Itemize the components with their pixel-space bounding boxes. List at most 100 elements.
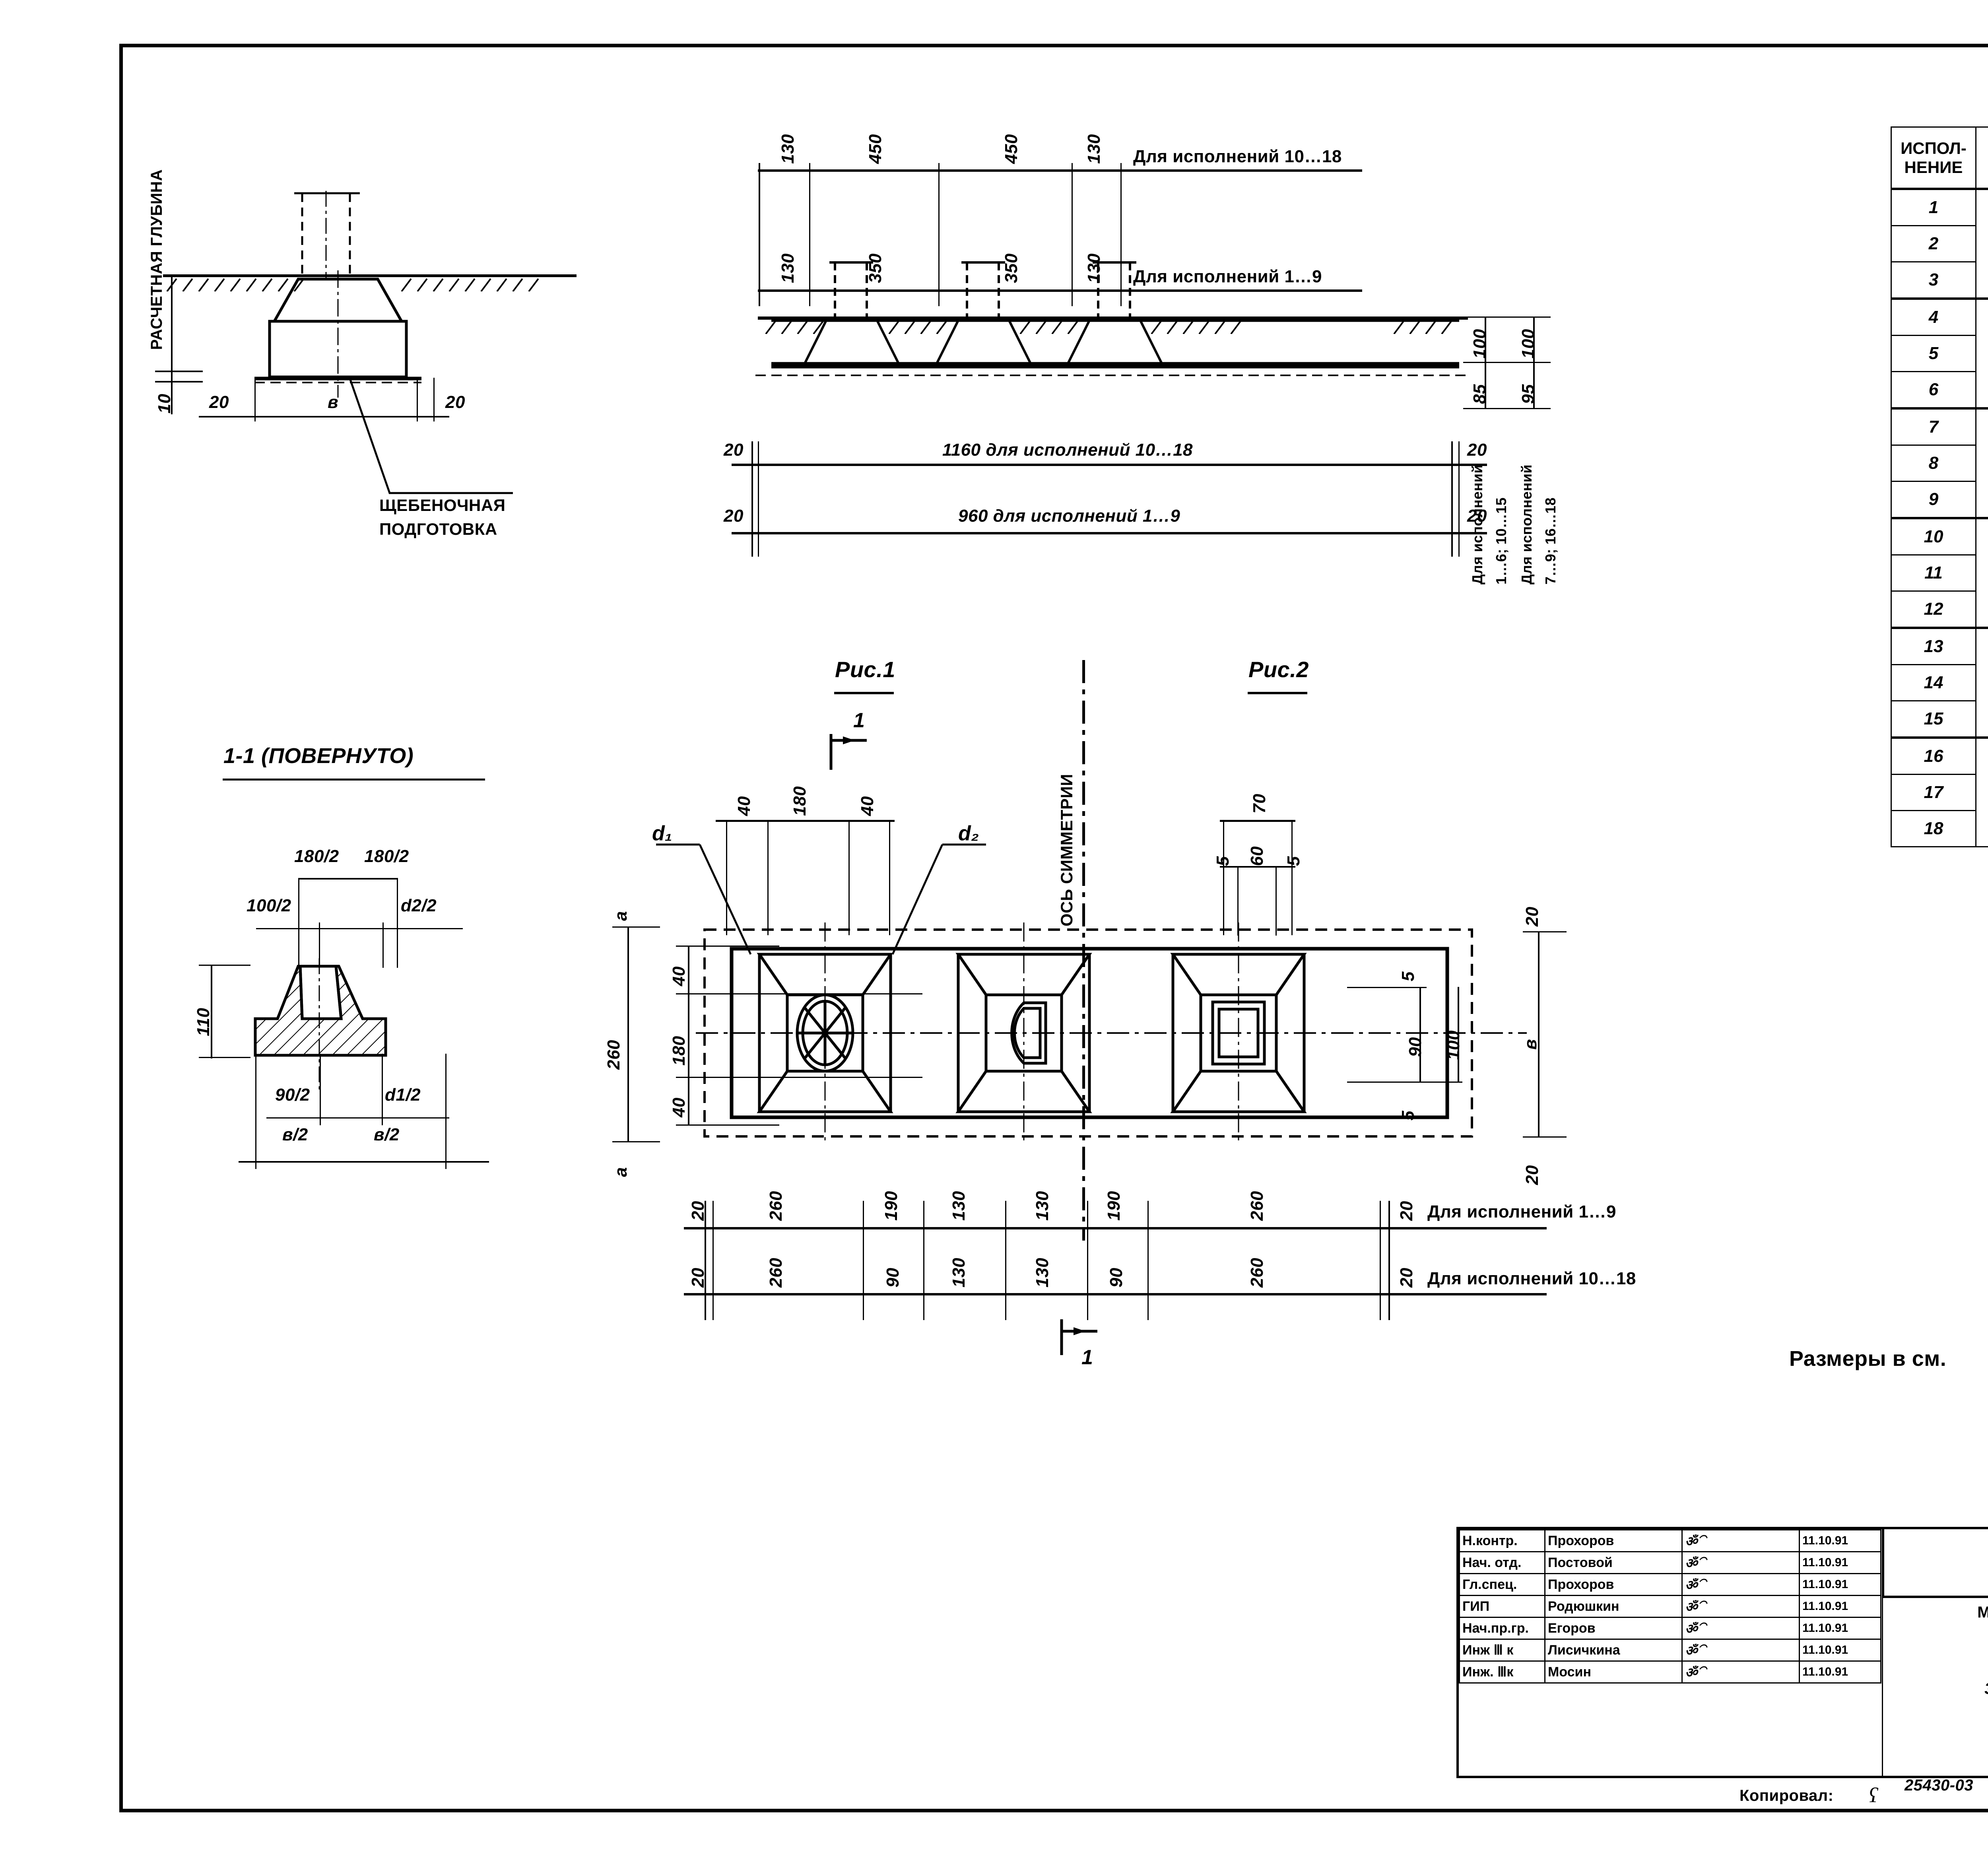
pb-e2 [863, 1201, 864, 1320]
plan-right-20-bottom: 20 [1522, 1165, 1542, 1185]
pr-90-t2 [1347, 1082, 1462, 1083]
cell-ispolnenie: 3 [1891, 261, 1976, 299]
sec-dim-d1-2: d1/2 [385, 1085, 421, 1105]
approval-role: Нач. отд. [1459, 1551, 1545, 1574]
pb-e6 [1147, 1201, 1149, 1320]
approval-signature: ॐ⁀ [1681, 1639, 1800, 1662]
sec-second-dim-line [256, 928, 463, 929]
pli-t1 [676, 946, 779, 947]
f2-ext0 [1223, 820, 1224, 935]
pb-e0 [705, 1201, 706, 1320]
plan-bot1-190b: 190 [1104, 1191, 1124, 1221]
sec-top-dim-line [298, 878, 398, 880]
plan-bot2-20b: 20 [1397, 1268, 1416, 1287]
rd-tick-a [1463, 317, 1551, 318]
sec-ext-d [382, 922, 384, 968]
f2-ext1 [1237, 866, 1239, 936]
pl-tick-bot [612, 1141, 660, 1142]
sec-bot-dim-line-2 [239, 1161, 489, 1163]
plan-bot2-90b: 90 [1107, 1268, 1126, 1287]
approval-name: Постовой [1544, 1551, 1683, 1574]
approval-date: 11.10.91 [1799, 1639, 1881, 1662]
cell-ispolnenie: 15 [1891, 700, 1976, 738]
d2-leader [891, 843, 986, 955]
plan-right-20-top: 20 [1522, 907, 1542, 926]
pl-tick-top [612, 926, 660, 928]
cell-marka: 3ФЕП34.96-2 [1975, 407, 1988, 519]
section-arrow-top [829, 734, 867, 770]
plan-bot1-note: Для исполнений 1…9 [1427, 1202, 1616, 1221]
table-row: 73ФЕП34.96-21708040340 [1891, 407, 1988, 519]
sec-dim-b-2-right: в/2 [374, 1125, 400, 1144]
table-row: 62—— [1891, 371, 1988, 409]
plan-right-5-bottom: 5 [1398, 1111, 1418, 1120]
right-dim-85: 85 [1470, 384, 1489, 404]
d2-label: d₂ [958, 822, 979, 845]
plan-bot1-20b: 20 [1397, 1201, 1416, 1221]
table-row: 133ФЕП34.116-11708040340 [1891, 627, 1988, 738]
table-row: 43ФЕП34.96-11708040340 [1891, 297, 1988, 409]
t-ext-4 [1120, 163, 1122, 306]
cell-marka: 3ФЕП34.96-1 [1975, 297, 1988, 409]
callout-leader [349, 378, 513, 494]
approval-role: Гл.спец. [1459, 1573, 1545, 1596]
table-row: 152—— [1891, 700, 1988, 738]
cell-marka: 3ФЕП34.116-2 [1975, 736, 1988, 847]
eb-ext-l1 [751, 441, 753, 557]
elev-bot-20-l2: 20 [724, 506, 744, 526]
fig1-dim-40b: 40 [858, 796, 877, 816]
fig2-sub-dim-line [1220, 866, 1295, 868]
elev-bottom-dim-line-2 [732, 532, 1487, 534]
plan-bot1-130b: 130 [1033, 1191, 1052, 1221]
depth-tick-bottom2 [155, 381, 203, 383]
plan-bot2-260a: 260 [766, 1258, 786, 1287]
pb-e8 [1388, 1201, 1390, 1320]
drawing-sheet-frame [119, 44, 1988, 1812]
crushed-stone-label-line2: ПОДГОТОВКА [379, 520, 497, 538]
fig2-dim-60: 60 [1247, 846, 1267, 866]
table-row: 103ФЕП30.116-11708020300 [1891, 517, 1988, 629]
fig2-label: Рис.2 [1248, 657, 1309, 682]
dim-20-left: 20 [209, 392, 229, 412]
right-dim-100-outer: 100 [1518, 329, 1538, 359]
elev-bot-20-r2: 20 [1467, 506, 1487, 526]
plan-bot1-20a: 20 [688, 1201, 708, 1221]
plan-bot1-260a: 260 [766, 1191, 786, 1221]
section-profile [254, 958, 387, 1093]
plan-left-260: 260 [604, 1040, 623, 1070]
top-dim-130b: 130 [1084, 134, 1104, 164]
table-row: 1490100 [1891, 664, 1988, 701]
left-elevation-view: РАСЧЕТНАЯ ГЛУБИНА 10 20 в 20 ЩЕБЕНОЧНАЯ … [131, 169, 648, 588]
footing-elevation [254, 270, 421, 398]
t-ext-3 [1072, 163, 1073, 306]
approval-date: 11.10.91 [1799, 1660, 1881, 1684]
plan-left-40b: 40 [669, 1097, 689, 1117]
approval-role: Инж. Ⅲк [1459, 1660, 1545, 1684]
pb-e5 [1087, 1201, 1088, 1320]
cell-ispolnenie: 5 [1891, 335, 1976, 372]
approval-name: Прохоров [1544, 1529, 1683, 1552]
plan-right-100-line [1458, 987, 1459, 1082]
cell-ispolnenie: 13 [1891, 627, 1976, 665]
plan-bot2-20a: 20 [688, 1268, 708, 1287]
fig1-underline [834, 692, 894, 694]
table-row: 1190100 [1891, 554, 1988, 592]
cell-ispolnenie: 16 [1891, 736, 1976, 775]
pr-tick-bot [1523, 1136, 1567, 1138]
pb-e7 [1380, 1201, 1381, 1320]
cell-marka: 3ФЕП34.116-1 [1975, 627, 1988, 738]
right-note-outer-1: Для исполнений [1518, 464, 1535, 584]
pb-e3 [923, 1201, 924, 1320]
plan-bot2-90a: 90 [883, 1268, 903, 1287]
section-title-underline [223, 779, 485, 781]
approval-date: 11.10.91 [1799, 1617, 1881, 1640]
table-row: 122—— [1891, 590, 1988, 629]
eb-ext-l2 [758, 441, 759, 557]
drawing-code-cell: 3.503.1-100.2 - 14 [1882, 1528, 1988, 1598]
fig1-label: Рис.1 [835, 657, 895, 682]
pr-90-t1 [1347, 987, 1427, 988]
second-row-note: Для исполнений 1…9 [1133, 267, 1322, 286]
